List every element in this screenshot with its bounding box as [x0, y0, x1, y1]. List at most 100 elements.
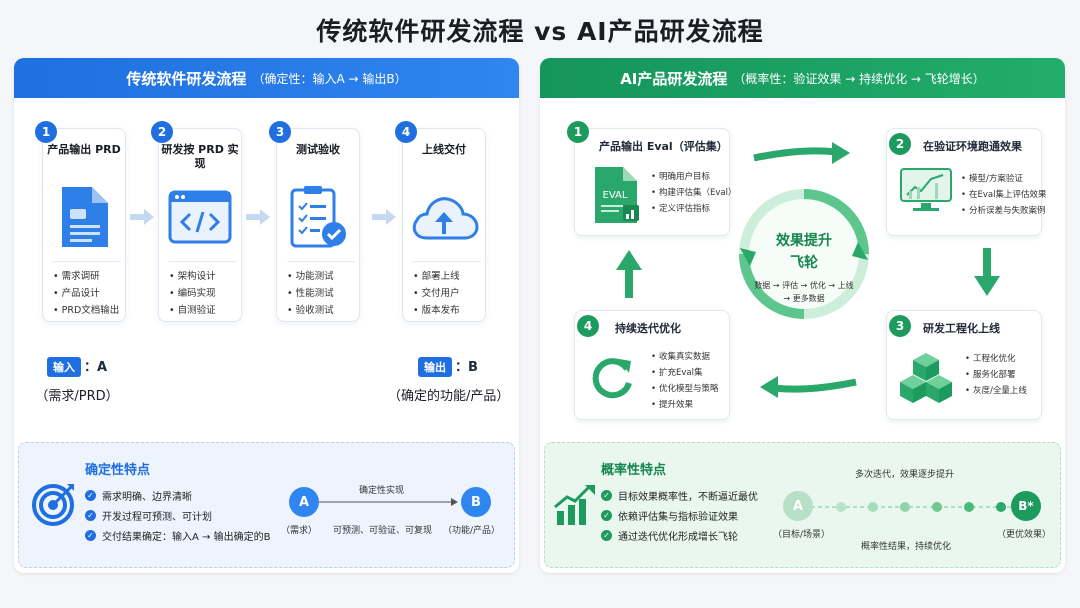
list-item: 工程化优化 — [965, 351, 1027, 367]
feature-item: ✓依赖评估集与指标验证效果 — [601, 505, 758, 525]
document-icon — [43, 181, 125, 253]
list-item: 产品设计 — [53, 285, 121, 302]
traditional-header: 传统软件研发流程 （确定性：输入A → 输出B） — [14, 58, 519, 98]
step-number: 1 — [35, 121, 57, 143]
step-number: 4 — [577, 315, 599, 337]
node-a: A — [783, 491, 813, 521]
flywheel-title-1: 效果提升 — [776, 233, 832, 249]
monitor-chart-icon — [899, 167, 953, 217]
traditional-step-4: 4 上线交付 部署上线 交付用户 版本发布 — [395, 121, 486, 322]
input-desc: （需求/PRD） — [35, 389, 119, 404]
list-item: 优化模型与策略 — [651, 381, 719, 397]
traditional-step-2: 2 研发按 PRD 实现 架构设计 编码实现 自测验证 — [151, 121, 242, 322]
list-item: 定义评估指标 — [651, 201, 737, 217]
node-a-note: （需求） — [281, 526, 318, 536]
chevron-right-icon — [246, 209, 270, 225]
node-a-note: （目标/场景） — [773, 530, 831, 540]
list-item: 构建评估集（Eval） — [651, 185, 736, 201]
cubes-icon — [899, 351, 953, 407]
ai-panel: AI产品研发流程 （概率性：验证效果 → 持续优化 → 飞轮增长） 1 产品输出… — [540, 58, 1065, 573]
list-item: 验收测试 — [287, 302, 355, 319]
node-b: B — [461, 487, 491, 517]
arrow-down-icon — [974, 248, 1000, 296]
feature-item: ✓通过迭代优化形成增长飞轮 — [601, 525, 758, 545]
probability-features: 概率性特点 ✓目标效果概率性，不断逼近最优 ✓依赖评估集与指标验证效果 ✓通过迭… — [544, 442, 1061, 568]
traditional-step-1: 1 产品输出 PRD 需求调研 产品设计 PRD文档输出 — [35, 121, 126, 322]
refresh-icon — [589, 355, 635, 405]
list-item: 性能测试 — [287, 285, 355, 302]
list-item: 需求调研 — [53, 268, 121, 285]
flywheel-ring — [739, 189, 869, 319]
step-title: 持续迭代优化 — [615, 322, 681, 335]
input-label: 输入：A （需求/PRD） — [34, 356, 120, 404]
step-number: 2 — [889, 133, 911, 155]
input-value: ：A — [83, 360, 108, 375]
node-a: A — [289, 487, 319, 517]
check-icon: ✓ — [601, 489, 612, 501]
step-number: 3 — [269, 121, 291, 143]
flywheel-desc-1: 数据 → 评估 → 优化 → 上线 — [754, 281, 854, 290]
target-icon — [32, 484, 74, 526]
list-item: 功能测试 — [287, 268, 355, 285]
list-item: 交付用户 — [413, 285, 481, 302]
probability-title: 概率性特点 — [601, 463, 667, 478]
list-item: 编码实现 — [169, 285, 237, 302]
probability-bottom-note: 概率性结果，持续优化 — [861, 542, 952, 552]
list-item: 自测验证 — [169, 302, 237, 319]
eval-document-icon: EVAL — [591, 165, 643, 229]
page-title: 传统软件研发流程 vs AI产品研发流程 — [316, 17, 764, 46]
input-tag: 输入 — [46, 357, 81, 377]
step-title: 研发工程化上线 — [923, 322, 1000, 335]
chevron-right-icon — [130, 209, 154, 225]
node-b-note: （功能/产品） — [443, 526, 501, 536]
step-number: 2 — [151, 121, 173, 143]
check-icon: ✓ — [601, 529, 612, 541]
step-title: 在验证环境跑通效果 — [923, 140, 1022, 153]
traditional-header-title: 传统软件研发流程 — [126, 69, 247, 88]
certainty-arrow-label: 确定性实现 — [359, 486, 405, 496]
output-value: ：B — [455, 360, 478, 375]
list-item: 提升效果 — [651, 397, 719, 413]
feature-item: ✓目标效果概率性，不断逼近最优 — [601, 485, 758, 505]
ai-step-1: 1 产品输出 Eval（评估集） EVAL 明确用户目标 构建评估集（Eval）… — [567, 121, 737, 236]
chevron-right-icon — [372, 209, 396, 225]
step-title: 测试验收 — [296, 143, 340, 156]
check-icon: ✓ — [85, 509, 96, 521]
check-icon: ✓ — [85, 489, 96, 501]
code-window-icon — [159, 181, 241, 253]
list-item: 明确用户目标 — [651, 169, 737, 185]
clipboard-check-icon — [277, 181, 359, 253]
check-icon: ✓ — [601, 509, 612, 521]
feature-item: ✓开发过程可预测、可计划 — [85, 505, 270, 525]
node-b-star: B* — [1011, 491, 1041, 521]
svg-text:EVAL: EVAL — [603, 190, 628, 201]
ai-step-2: 2 在验证环境跑通效果 模型/方案验证 在Eval集上评估效果 分析误差与失败案… — [886, 128, 1047, 236]
arrow-left-icon — [760, 376, 857, 398]
certainty-middle-note: 可预测、可验证、可复现 — [333, 526, 433, 536]
list-item: 在Eval集上评估效果 — [961, 187, 1046, 203]
output-desc: （确定的功能/产品） — [388, 389, 510, 404]
feature-item: ✓交付结果确定：输入A → 输出确定的B — [85, 525, 270, 545]
list-item: 部署上线 — [413, 268, 481, 285]
output-tag: 输出 — [418, 357, 453, 377]
ai-step-4: 4 持续迭代优化 收集真实数据 扩充Eval集 优化模型与策略 提升效果 — [574, 310, 730, 420]
list-item: 扩充Eval集 — [651, 365, 719, 381]
list-item: 收集真实数据 — [651, 349, 719, 365]
step-title: 研发按 PRD 实现 — [161, 143, 239, 170]
step-title: 产品输出 PRD — [47, 143, 121, 156]
traditional-panel: 传统软件研发流程 （确定性：输入A → 输出B） 1 产品输出 PRD 需求调研… — [14, 58, 519, 573]
ai-header-title: AI产品研发流程 — [620, 69, 728, 88]
feature-item: ✓需求明确、边界清晰 — [85, 485, 270, 505]
list-item: 服务化部署 — [965, 367, 1027, 383]
list-item: 模型/方案验证 — [961, 171, 1047, 187]
arrow-right-icon — [319, 498, 458, 506]
flywheel-desc-2: → 更多数据 — [783, 294, 825, 303]
probability-top-note: 多次迭代，效果逐步提升 — [855, 470, 955, 480]
iteration-track — [811, 502, 1021, 512]
list-item: 版本发布 — [413, 302, 481, 319]
step-number: 1 — [567, 121, 589, 143]
flywheel-center: 效果提升 飞轮 数据 → 评估 → 优化 → 上线 → 更多数据 — [736, 230, 872, 304]
certainty-title: 确定性特点 — [85, 463, 151, 478]
ai-header: AI产品研发流程 （概率性：验证效果 → 持续优化 → 飞轮增长） — [540, 58, 1065, 98]
list-item: 架构设计 — [169, 268, 237, 285]
